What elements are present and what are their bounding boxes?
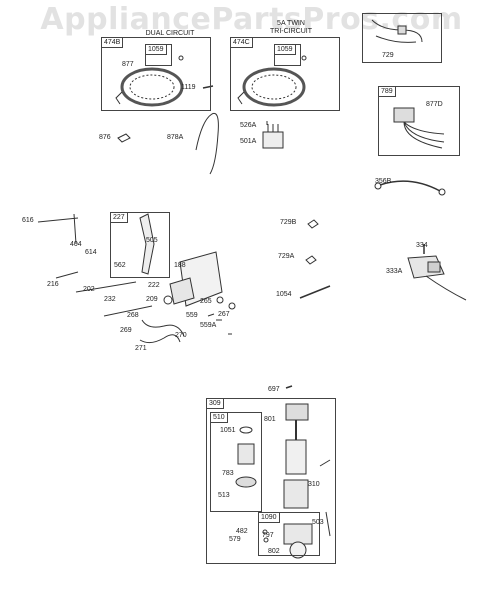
label-404: 404 [70,241,82,248]
frame-474b-header: DUAL CIRCUIT [145,30,195,37]
label-876: 876 [99,134,111,141]
label-1054: 1054 [276,291,292,298]
label-503: 503 [312,519,324,526]
label-1051: 1051 [220,427,236,434]
label-877d: 877D [426,101,443,108]
label-505: 505 [146,237,158,244]
label-271: 271 [135,345,147,352]
label-783: 783 [222,470,234,477]
label-216: 216 [47,281,59,288]
label-559a: 559A [200,322,217,329]
starter-drive [235,426,257,488]
label-614: 614 [85,249,97,256]
label-878a: 878A [167,134,184,141]
label-202: 202 [83,286,95,293]
frame-474c-tag: 474C [230,37,253,48]
label-562: 562 [114,262,126,269]
label-697: 697 [268,386,280,393]
frame-1090-tag: 1090 [258,512,280,523]
label-797: 797 [262,532,274,539]
label-232: 232 [104,296,116,303]
frame-227-tag: 227 [110,212,128,223]
label-268: 268 [127,312,139,319]
label-222: 222 [148,282,160,289]
frame-309 [206,398,336,564]
rectifier [262,124,284,149]
label-310: 310 [308,481,320,488]
label-267: 267 [218,311,230,318]
frame-1090 [258,512,320,556]
label-877: 877 [122,61,134,68]
frame-510 [210,412,262,512]
frame-474b [101,37,211,111]
watermark: AppliancePartsPros.com [40,2,463,37]
label-334: 334 [416,242,428,249]
label-270: 270 [175,332,187,339]
label-729: 729 [382,52,394,59]
starter-motor [283,403,309,509]
frame-474b-tag: 474B [101,37,124,48]
label-729b: 729B [280,219,297,226]
frame-227 [110,212,170,278]
frame-474c-header2: TRI-CIRCUIT [270,28,312,35]
label-513: 513 [218,492,230,499]
label-526a: 526A [240,122,257,129]
stator-coil-tri [237,55,307,107]
label-209: 209 [146,296,158,303]
label-356b: 356B [375,178,392,185]
frame-top-right [362,13,442,63]
label-333a: 333A [386,268,403,275]
frame-474c [230,37,340,111]
label-579: 579 [229,536,241,543]
label-559: 559 [186,312,198,319]
frame-510-tag: 510 [210,412,228,423]
label-729a: 729A [278,253,295,260]
frame-474c-header1: 5A TWIN [277,20,305,27]
label-802: 802 [268,548,280,555]
ignition-armature [407,255,467,301]
label-501a: 501A [240,138,257,145]
label-1119: 1119 [181,84,196,91]
label-269: 269 [120,327,132,334]
label-482: 482 [236,528,248,535]
label-616: 616 [22,217,34,224]
label-265: 265 [200,298,212,305]
frame-309-tag: 309 [206,398,224,409]
label-188: 188 [174,262,186,269]
frame-474c-inner-tag: 1059 [274,44,296,55]
label-801: 801 [264,416,276,423]
stator-coil-dual [115,55,184,107]
frame-789-tag: 789 [378,86,396,97]
frame-789 [378,86,460,156]
frame-474b-inner-tag: 1059 [145,44,167,55]
